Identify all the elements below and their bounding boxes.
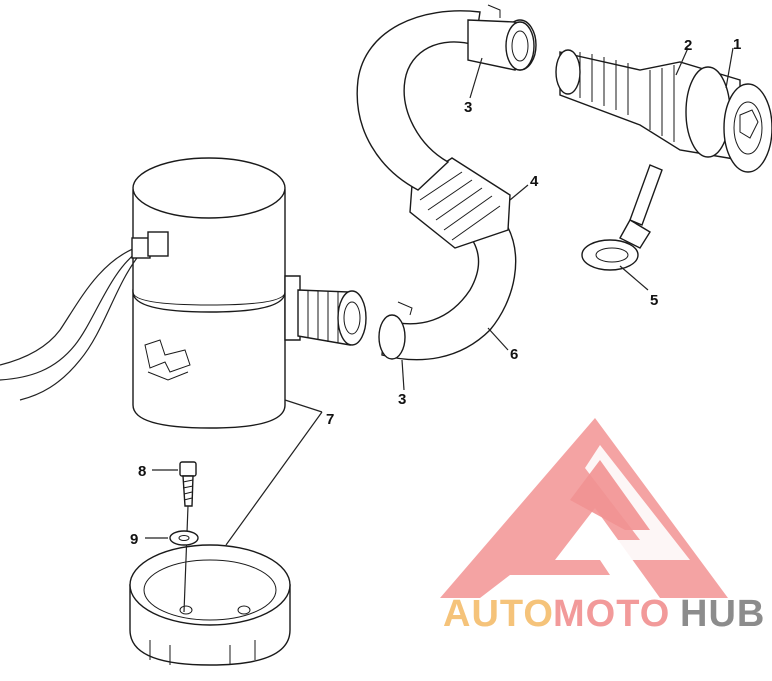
callout-8: 8	[138, 463, 146, 480]
leader-lines	[145, 47, 734, 546]
callout-1: 1	[733, 36, 741, 53]
callout-3-lower: 3	[398, 391, 406, 408]
watermark-text: AUTO MOTO HUB	[443, 593, 765, 635]
upper-hose	[356, 4, 537, 191]
callout-7: 7	[326, 411, 334, 428]
callout-3-upper: 3	[464, 99, 472, 116]
callout-2: 2	[684, 37, 692, 54]
pump-wires	[0, 231, 169, 401]
strainer-base	[129, 544, 291, 666]
screw	[179, 461, 197, 613]
callout-9: 9	[130, 531, 138, 548]
watermark-moto: MOTO	[553, 593, 670, 635]
callout-6: 6	[510, 346, 518, 363]
pump-body	[132, 157, 301, 429]
pump-outlet-fitting	[297, 289, 367, 346]
callout-5: 5	[650, 292, 658, 309]
callouts: 1 2 3 4 5 6 3 7 8 9	[130, 36, 741, 548]
watermark-auto: AUTO	[443, 593, 554, 635]
watermark-hub: HUB	[680, 593, 765, 635]
hose-clamp-strap	[581, 164, 663, 271]
washer	[169, 530, 199, 546]
thru-hull-fitting	[555, 49, 772, 173]
hose-adapter	[409, 157, 511, 249]
callout-4: 4	[530, 173, 539, 190]
watermark-logo	[440, 418, 728, 598]
